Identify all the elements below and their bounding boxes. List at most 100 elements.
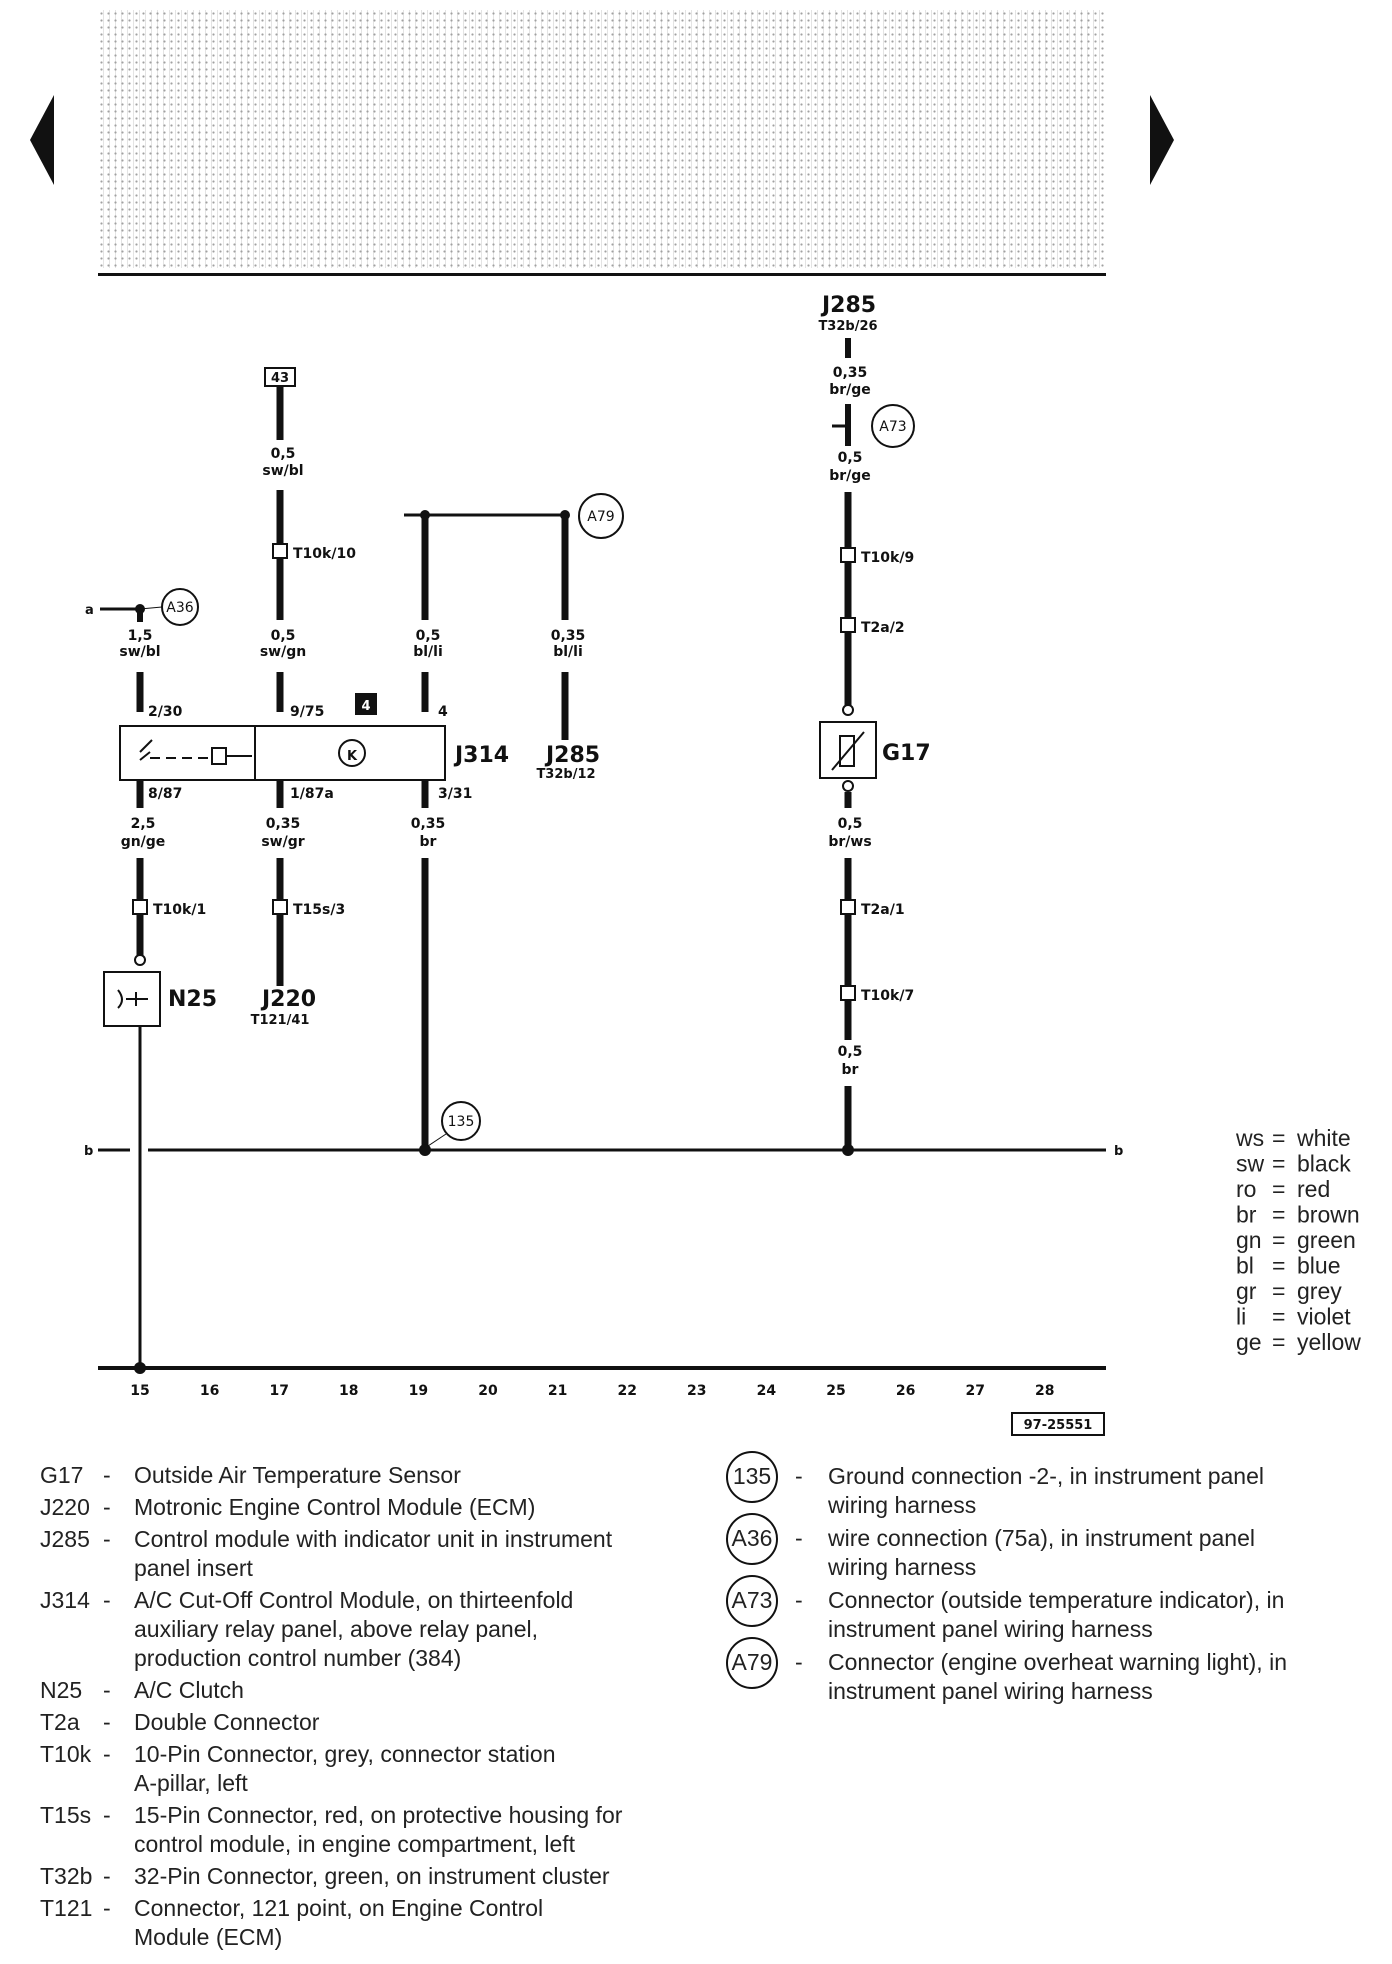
color-code: gr	[1236, 1278, 1257, 1304]
bus-b: b b	[84, 1144, 1123, 1159]
ground-node-135: 135	[441, 1101, 481, 1141]
legend-description: Module (ECM)	[134, 1924, 282, 1950]
wire-color: bl/li	[413, 644, 443, 660]
color-code-equals: =	[1272, 1202, 1285, 1228]
color-code-equals: =	[1272, 1151, 1285, 1177]
wire-size: 0,35	[833, 365, 868, 381]
legend-dash: -	[795, 1587, 803, 1613]
legend-code: J220	[40, 1494, 90, 1520]
wire-25-top: J285 T32b/26 0,35 br/ge A73 0,5 br/ge T1…	[818, 293, 915, 716]
legend-description: Connector, 121 point, on Engine Control	[134, 1895, 543, 1921]
axis-label: 27	[965, 1383, 984, 1399]
ground-line	[98, 1362, 1106, 1374]
wire-size: 0,5	[838, 1044, 863, 1060]
legend-left: G17-Outside Air Temperature SensorJ220-M…	[40, 1462, 623, 1950]
legend-description: A/C Cut-Off Control Module, on thirteenf…	[134, 1587, 573, 1613]
connector-label: T15s/3	[293, 902, 345, 918]
wire-color: sw/gr	[261, 834, 304, 850]
color-code-equals: =	[1272, 1227, 1285, 1253]
axis-label: 19	[409, 1383, 428, 1399]
legend-dash: -	[103, 1526, 111, 1552]
legend-dash: -	[103, 1802, 111, 1828]
legend-description: instrument panel wiring harness	[828, 1616, 1153, 1642]
legend-dash: -	[103, 1587, 111, 1613]
legend-description: Connector (outside temperature indicator…	[828, 1587, 1284, 1613]
wire-size: 0,5	[416, 628, 441, 644]
svg-text:A36: A36	[166, 600, 193, 616]
pin-label: 2/30	[148, 704, 183, 720]
legend-description: Ground connection -2-, in instrument pan…	[828, 1463, 1264, 1489]
wire-size: 0,5	[271, 628, 296, 644]
legend-code: T2a	[40, 1709, 80, 1735]
legend-description: auxiliary relay panel, above relay panel…	[134, 1616, 538, 1642]
legend-description: panel insert	[134, 1555, 254, 1581]
wire-color: br/ge	[829, 382, 871, 398]
legend-node-135: 135	[726, 1451, 778, 1503]
color-code-key: ws=whitesw=blackro=redbr=browngn=greenbl…	[1235, 1125, 1361, 1355]
component-label: J285	[820, 293, 876, 318]
color-code: ws	[1235, 1125, 1264, 1151]
axis-label: 23	[687, 1383, 706, 1399]
wire-color: bl/li	[553, 644, 583, 660]
pin-label: 3/31	[438, 786, 472, 802]
previous-page-arrow-icon[interactable]	[30, 95, 54, 185]
wire-19-21-top: A79 0,5 bl/li 0,35 bl/li J285 T32b/12	[404, 493, 624, 782]
legend-code: N25	[40, 1677, 82, 1703]
figure-number-box: 97-25551	[1011, 1412, 1105, 1436]
legend-dash: -	[103, 1494, 111, 1520]
wire-15-top: a A36 1,5 sw/bl	[85, 588, 199, 712]
color-code-equals: =	[1272, 1329, 1285, 1355]
legend-description: instrument panel wiring harness	[828, 1678, 1153, 1704]
component-label: J285	[544, 743, 600, 768]
color-code: sw	[1236, 1151, 1265, 1177]
legend-description: wire connection (75a), in instrument pan…	[827, 1525, 1255, 1551]
legend-description: 15-Pin Connector, red, on protective hou…	[134, 1802, 623, 1828]
axis-label: 20	[478, 1383, 498, 1399]
legend-description: control module, in engine compartment, l…	[134, 1831, 576, 1857]
color-code-name: red	[1297, 1176, 1330, 1202]
legend-description: Control module with indicator unit in in…	[134, 1526, 613, 1552]
pin-label: T121/41	[251, 1013, 310, 1028]
wire-color: br	[842, 1062, 859, 1078]
bus-label-left: b	[84, 1144, 93, 1159]
wire-size: 2,5	[131, 816, 156, 832]
color-code-name: brown	[1297, 1202, 1360, 1228]
legend-description: Outside Air Temperature Sensor	[134, 1462, 461, 1488]
legend-code: J285	[40, 1526, 90, 1552]
svg-text:135: 135	[448, 1114, 475, 1130]
connector-icon	[272, 543, 288, 559]
wire-color: gn/ge	[121, 834, 166, 850]
color-code: li	[1236, 1304, 1246, 1330]
pin-label: 9/75	[290, 704, 324, 720]
color-code-equals: =	[1272, 1176, 1285, 1202]
legend-description: wiring harness	[827, 1554, 976, 1580]
dotted-header-strip	[98, 10, 1104, 268]
color-code-equals: =	[1272, 1125, 1285, 1151]
wire-17-top: 43 0,5 sw/bl T10k/10 0,5 sw/gn	[260, 367, 356, 712]
legend-code: T10k	[40, 1741, 92, 1767]
legend-node-label: A79	[732, 1649, 773, 1675]
svg-text:A79: A79	[587, 509, 614, 525]
legend-node-label: A73	[732, 1587, 773, 1613]
color-code-name: black	[1297, 1151, 1351, 1177]
legend-node-A79: A79	[726, 1637, 778, 1689]
legend-dash: -	[103, 1741, 111, 1767]
component-label: J220	[260, 987, 316, 1012]
color-code-name: white	[1296, 1125, 1351, 1151]
color-code: br	[1236, 1202, 1257, 1228]
pin-label: T32b/12	[536, 767, 595, 782]
component-label: N25	[168, 987, 217, 1012]
pin-label: 8/87	[148, 786, 182, 802]
wire-color: sw/gn	[260, 644, 306, 660]
connector-icon	[840, 985, 856, 1001]
legend-code: G17	[40, 1462, 83, 1488]
wire-size: 0,35	[411, 816, 446, 832]
axis-label: 26	[896, 1383, 915, 1399]
color-code-equals: =	[1272, 1253, 1285, 1279]
next-page-arrow-icon[interactable]	[1150, 95, 1174, 185]
legend-dash: -	[103, 1677, 111, 1703]
wire-25-bottom: 0,5 br/ws T2a/1 T10k/7 0,5 br	[828, 792, 914, 1156]
connector-icon	[272, 899, 288, 915]
terminal-box-label: 43	[271, 371, 289, 386]
